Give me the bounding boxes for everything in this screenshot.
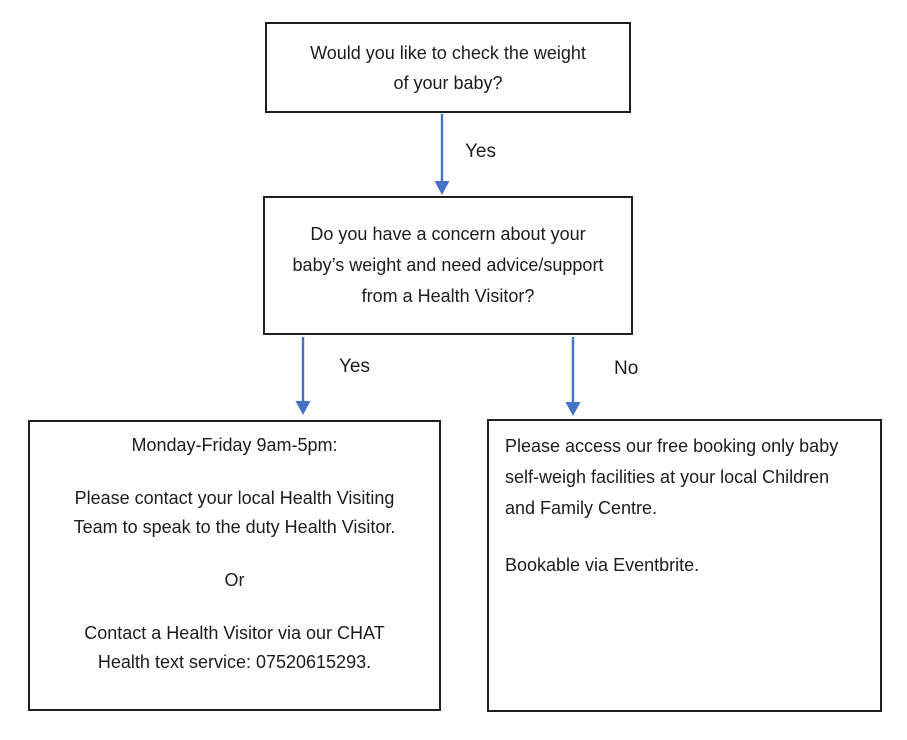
decision-box-weight-check: Would you like to check the weight of yo…: [265, 22, 631, 113]
edge-label-right-no: No: [614, 358, 639, 379]
outcome-left-chat-health: Contact a Health Visitor via our CHAT He…: [84, 623, 385, 672]
decision-box-weight-concern-text: Do you have a concern about your baby’s …: [292, 224, 604, 306]
outcome-left-or: Or: [224, 570, 245, 590]
arrow-right-no-head: [565, 402, 581, 416]
outcome-left-hours: Monday-Friday 9am-5pm:: [131, 435, 338, 455]
arrow-top-yes: [434, 114, 450, 195]
edge-label-left-yes: Yes: [339, 356, 370, 377]
arrow-left-yes: [295, 337, 311, 415]
decision-box-weight-check-text: Would you like to check the weight of yo…: [310, 42, 586, 93]
edge-label-top-yes: Yes: [465, 141, 496, 162]
outcome-box-health-visitor-contact: Monday-Friday 9am-5pm: Please contact yo…: [28, 420, 441, 711]
outcome-right-bookable: Bookable via Eventbrite.: [505, 555, 700, 575]
outcome-right-self-weigh: Please access our free booking only baby…: [505, 436, 839, 518]
outcome-left-contact-team: Please contact your local Health Visitin…: [73, 488, 396, 537]
arrow-right-no: [565, 337, 581, 416]
outcome-box-self-weigh: Please access our free booking only baby…: [487, 419, 882, 712]
arrow-left-yes-head: [295, 401, 311, 415]
arrow-top-yes-head: [434, 181, 450, 195]
decision-box-weight-concern: Do you have a concern about your baby’s …: [263, 196, 633, 335]
